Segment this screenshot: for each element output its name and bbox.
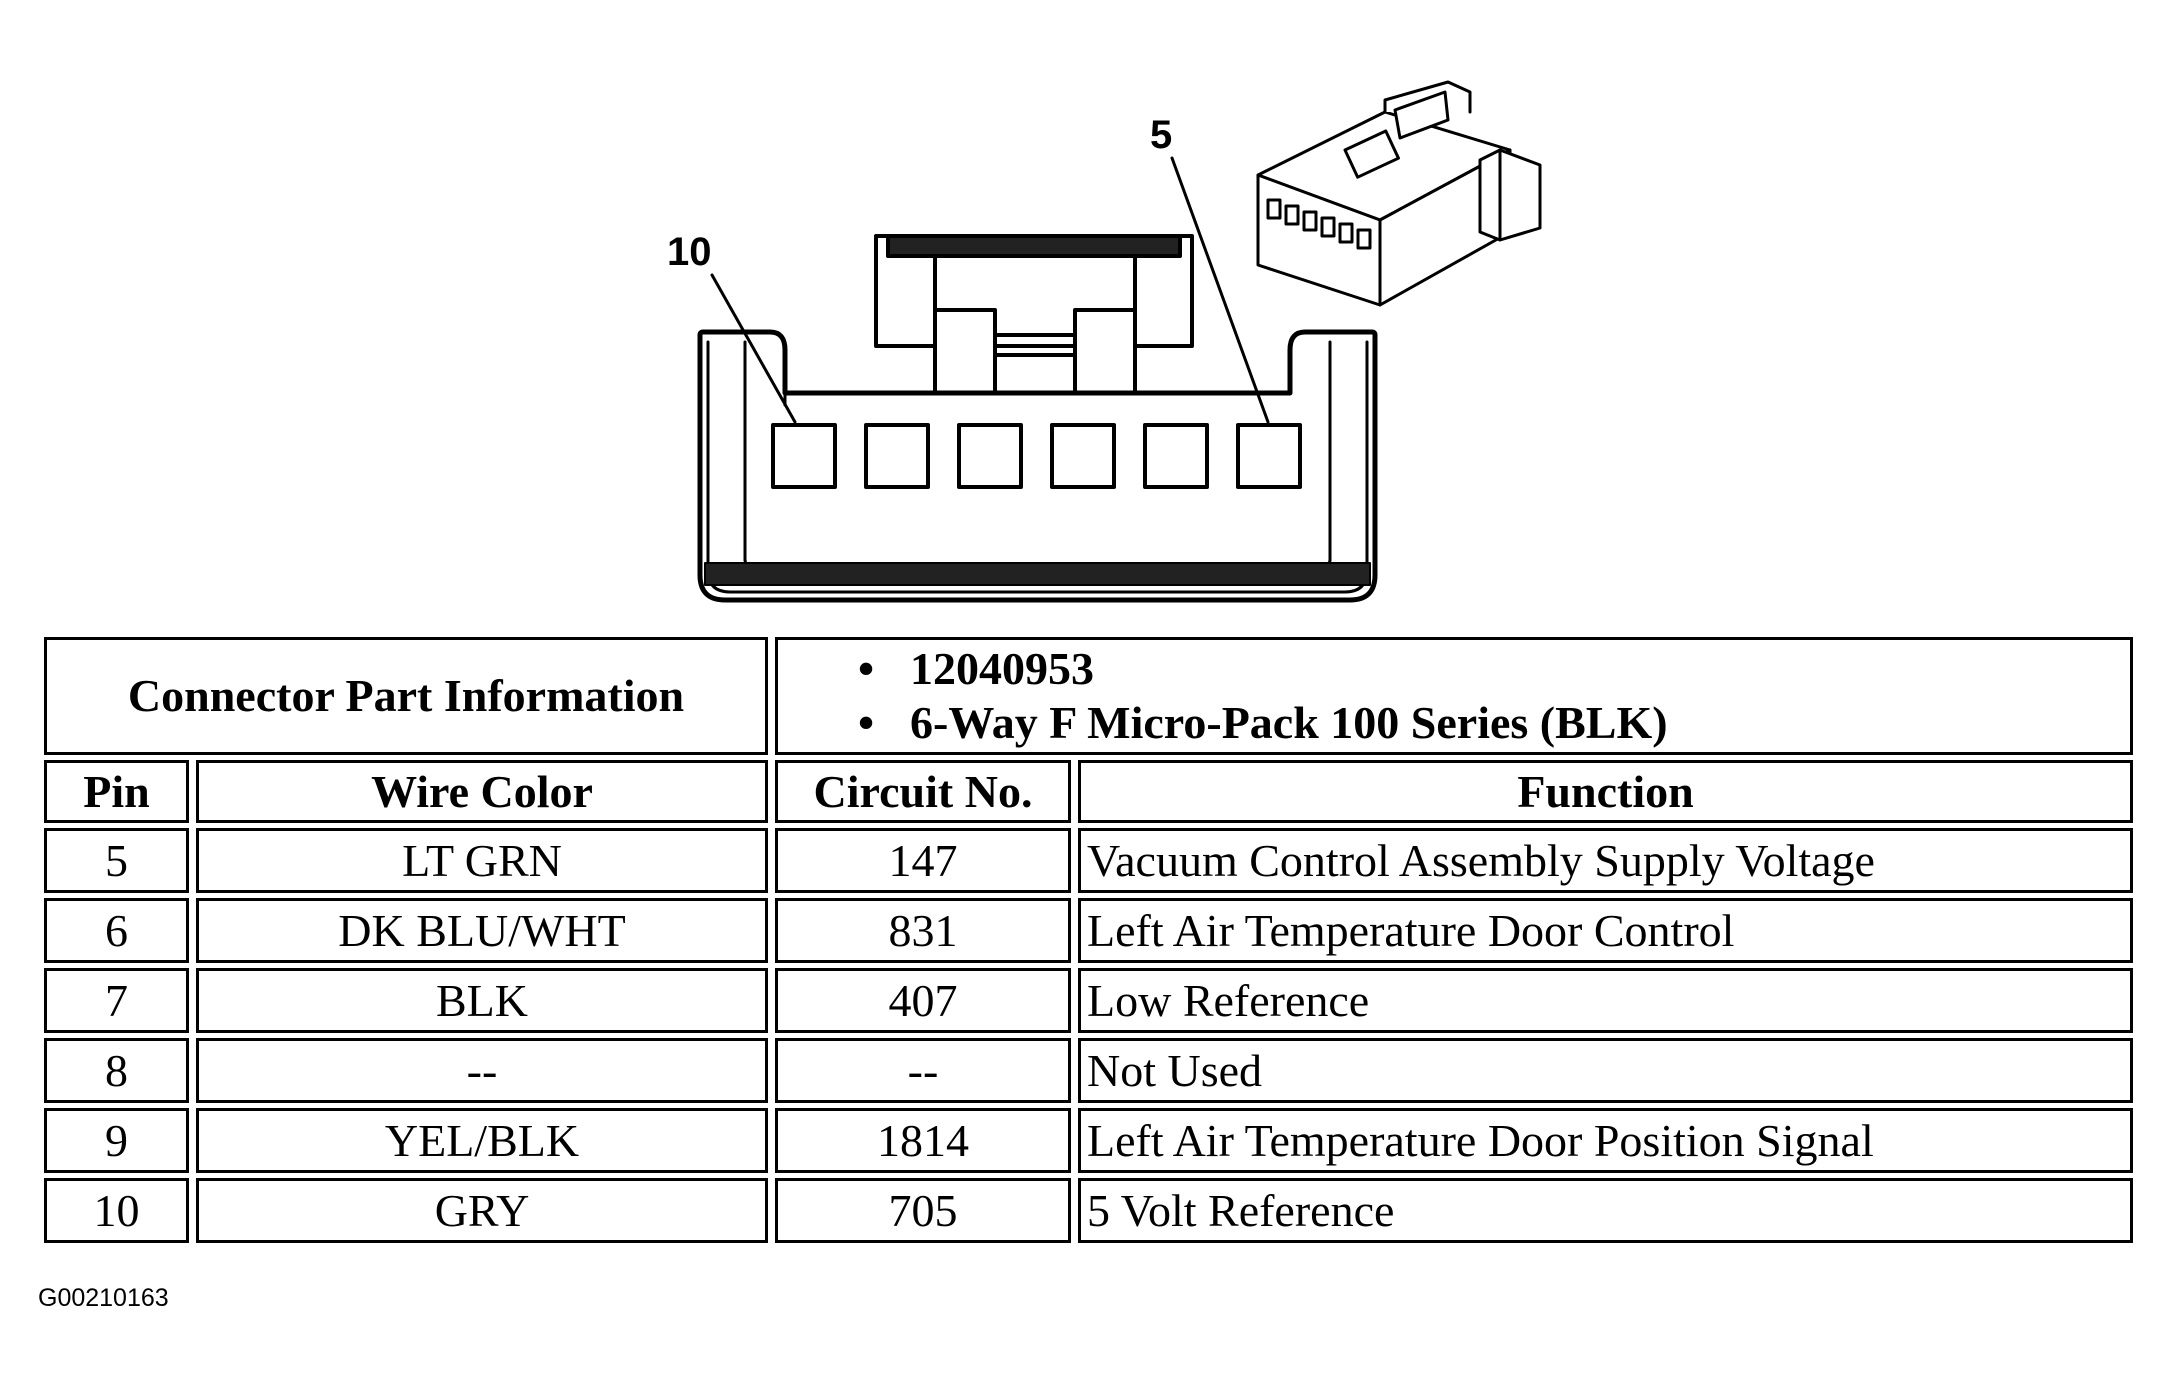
pin-cavity-8 xyxy=(957,423,1023,489)
wire-color-cell: GRY xyxy=(196,1178,768,1243)
circuit-cell: 147 xyxy=(775,828,1071,893)
leader-line-5 xyxy=(1170,156,1270,424)
pin-callout-10: 10 xyxy=(667,230,712,274)
table-row: 9 YEL/BLK 1814 Left Air Temperature Door… xyxy=(44,1108,2133,1173)
pin-cavities xyxy=(771,423,1302,489)
pin-callout-5: 5 xyxy=(1150,113,1173,157)
connector-isometric-view xyxy=(1256,80,1542,307)
part-info-details: 12040953 6-Way F Micro-Pack 100 Series (… xyxy=(775,637,2133,755)
connector-table: Connector Part Information 12040953 6-Wa… xyxy=(37,632,2140,1248)
pin-cavity-10 xyxy=(771,423,837,489)
header-wire-color: Wire Color xyxy=(196,760,768,823)
pin-cavity-6 xyxy=(1143,423,1209,489)
part-number: 12040953 xyxy=(858,642,2130,696)
circuit-cell: 407 xyxy=(775,968,1071,1033)
connector-diagram xyxy=(697,80,1542,603)
leader-line-10 xyxy=(710,273,797,424)
table-row: 8 -- -- Not Used xyxy=(44,1038,2133,1103)
pin-cavity-9 xyxy=(864,423,930,489)
pin-cell: 10 xyxy=(44,1178,189,1243)
connector-housing xyxy=(697,329,1378,603)
wire-color-cell: DK BLU/WHT xyxy=(196,898,768,963)
circuit-cell: -- xyxy=(775,1038,1071,1103)
part-info-row: Connector Part Information 12040953 6-Wa… xyxy=(44,637,2133,755)
function-cell: Vacuum Control Assembly Supply Voltage xyxy=(1078,828,2133,893)
circuit-cell: 705 xyxy=(775,1178,1071,1243)
header-function: Function xyxy=(1078,760,2133,823)
pin-cell: 7 xyxy=(44,968,189,1033)
table-header-row: Pin Wire Color Circuit No. Function xyxy=(44,760,2133,823)
figure-id: G00210163 xyxy=(38,1284,169,1312)
pin-cell: 6 xyxy=(44,898,189,963)
function-cell: Left Air Temperature Door Control xyxy=(1078,898,2133,963)
header-circuit: Circuit No. xyxy=(775,760,1071,823)
pin-cell: 9 xyxy=(44,1108,189,1173)
part-info-label: Connector Part Information xyxy=(44,637,768,755)
header-pin: Pin xyxy=(44,760,189,823)
part-description: 6-Way F Micro-Pack 100 Series (BLK) xyxy=(858,696,2130,750)
function-cell: 5 Volt Reference xyxy=(1078,1178,2133,1243)
wire-color-cell: BLK xyxy=(196,968,768,1033)
pin-cell: 8 xyxy=(44,1038,189,1103)
pin-cell: 5 xyxy=(44,828,189,893)
table-row: 6 DK BLU/WHT 831 Left Air Temperature Do… xyxy=(44,898,2133,963)
wire-color-cell: -- xyxy=(196,1038,768,1103)
circuit-cell: 831 xyxy=(775,898,1071,963)
table-row: 7 BLK 407 Low Reference xyxy=(44,968,2133,1033)
function-cell: Left Air Temperature Door Position Signa… xyxy=(1078,1108,2133,1173)
pin-cavity-7 xyxy=(1050,423,1116,489)
circuit-cell: 1814 xyxy=(775,1108,1071,1173)
table-row: 10 GRY 705 5 Volt Reference xyxy=(44,1178,2133,1243)
wire-color-cell: LT GRN xyxy=(196,828,768,893)
connector-latch xyxy=(874,234,1194,402)
function-cell: Not Used xyxy=(1078,1038,2133,1103)
wire-color-cell: YEL/BLK xyxy=(196,1108,768,1173)
function-cell: Low Reference xyxy=(1078,968,2133,1033)
table-row: 5 LT GRN 147 Vacuum Control Assembly Sup… xyxy=(44,828,2133,893)
pin-cavity-5 xyxy=(1236,423,1302,489)
